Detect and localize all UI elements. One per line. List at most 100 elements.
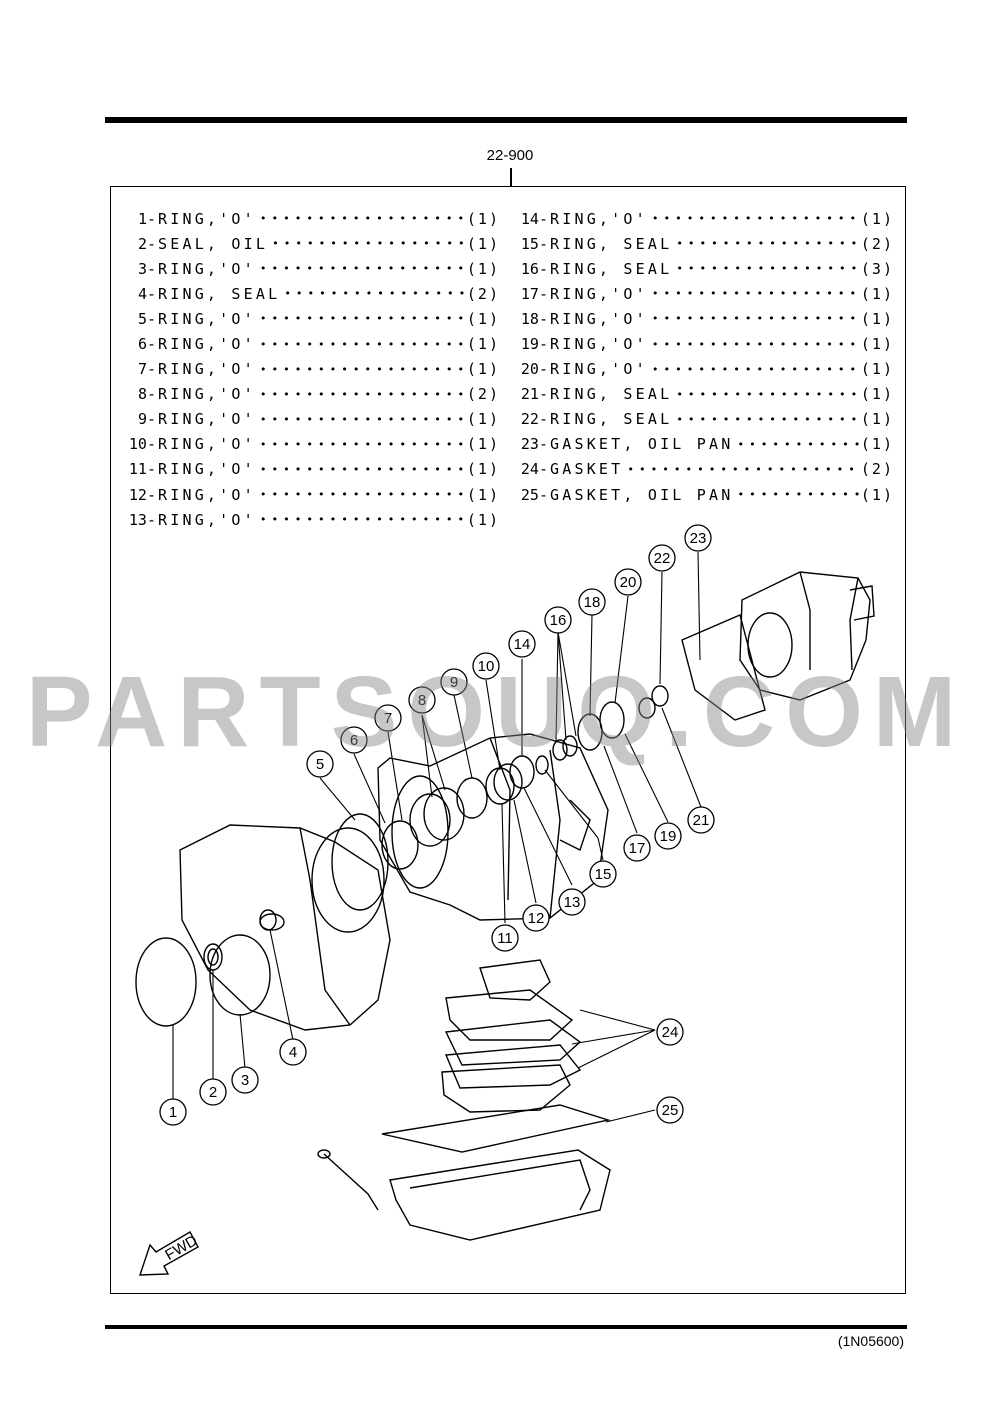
leader-dots: •••••••••••••••••••••••••••••••••••••••• (651, 212, 861, 226)
callout-19: 19 (654, 822, 682, 850)
part-number: 5- (137, 309, 156, 328)
callout-15: 15 (589, 860, 617, 888)
leader-dots: •••••••••••••••••••••••••••••••••••••••• (259, 212, 467, 226)
group-code-leader (510, 168, 512, 186)
part-row: 2-SEAL, OIL•••••••••••••••••••••••••••••… (118, 231, 500, 256)
callout-13: 13 (558, 888, 586, 916)
part-name: RING,'O' (550, 284, 648, 303)
callout-label: 18 (584, 594, 601, 611)
callout-6: 6 (340, 726, 368, 754)
callout-1: 1 (159, 1098, 187, 1126)
leader-dots: •••••••••••••••••••••••••••••••••••••••• (737, 488, 860, 502)
part-row: 17-RING,'O'•••••••••••••••••••••••••••••… (510, 281, 894, 306)
callout-label: 19 (660, 828, 677, 845)
callout-8: 8 (408, 686, 436, 714)
part-number: 4- (137, 284, 156, 303)
part-row: 7-RING,'O'••••••••••••••••••••••••••••••… (118, 357, 500, 382)
top-rule (105, 117, 907, 123)
part-number: 19- (520, 335, 548, 354)
part-row: 5-RING,'O'••••••••••••••••••••••••••••••… (118, 306, 500, 331)
callout-18: 18 (578, 588, 606, 616)
part-number: 11- (128, 460, 156, 479)
drawing-code: (1N05600) (837, 1333, 904, 1349)
callout-22: 22 (648, 544, 676, 572)
part-name: GASKET (550, 460, 624, 479)
valve-body (441, 959, 582, 1113)
leader-lines (172, 551, 702, 1123)
part-row: 22-RING, SEAL•••••••••••••••••••••••••••… (510, 407, 894, 432)
part-number: 22- (520, 410, 548, 429)
part-qty: (1) (466, 360, 500, 379)
part-number: 9- (137, 410, 156, 429)
part-name: RING, SEAL (158, 284, 281, 303)
part-number: 21- (520, 385, 548, 404)
part-row: 20-RING,'O'•••••••••••••••••••••••••••••… (510, 357, 894, 382)
transmission-case (377, 733, 609, 921)
part-qty: (1) (860, 360, 894, 379)
callout-17: 17 (623, 834, 651, 862)
part-qty: (2) (466, 385, 500, 404)
leader-dots: •••••••••••••••••••••••••••••••••••••••• (259, 513, 467, 527)
callout-12: 12 (522, 904, 550, 932)
callout-label: 3 (241, 1072, 249, 1089)
callout-label: 24 (662, 1024, 679, 1041)
leader-dots: •••••••••••••••••••••••••••••••••••••••• (272, 237, 467, 251)
part-qty: (1) (466, 510, 500, 529)
part-number: 14- (520, 209, 548, 228)
part-row: 10-RING,'O'•••••••••••••••••••••••••••••… (118, 432, 500, 457)
callout-4: 4 (279, 1038, 307, 1066)
part-number: 16- (520, 259, 548, 278)
part-name: RING,'O' (158, 460, 256, 479)
part-qty: (1) (860, 485, 894, 504)
leader-dots: •••••••••••••••••••••••••••••••••••••••• (651, 362, 861, 376)
part-name: RING, SEAL (550, 385, 673, 404)
callout-label: 11 (497, 930, 513, 947)
part-name: RING, SEAL (550, 234, 673, 253)
bottom-rule (105, 1325, 907, 1329)
callout-24: 24 (656, 1018, 684, 1046)
part-row: 18-RING,'O'•••••••••••••••••••••••••••••… (510, 306, 894, 331)
callout-21: 21 (687, 806, 715, 834)
part-name: SEAL, OIL (158, 234, 269, 253)
part-name: RING,'O' (158, 209, 256, 228)
callout-layer: 1234567891011121314151617181920212223242… (159, 524, 715, 1126)
part-row: 3-RING,'O'••••••••••••••••••••••••••••••… (118, 256, 500, 281)
o-rings (135, 685, 669, 1027)
callout-25: 25 (656, 1096, 684, 1124)
callout-label: 20 (620, 574, 637, 591)
part-number: 3- (137, 259, 156, 278)
part-qty: (1) (860, 435, 894, 454)
callout-9: 9 (440, 668, 468, 696)
part-qty: (1) (466, 460, 500, 479)
part-number: 2- (137, 234, 156, 253)
part-qty: (1) (466, 485, 500, 504)
part-name: RING,'O' (158, 360, 256, 379)
part-row: 19-RING,'O'•••••••••••••••••••••••••••••… (510, 331, 894, 356)
callout-label: 10 (478, 658, 495, 675)
part-row: 8-RING,'O'••••••••••••••••••••••••••••••… (118, 382, 500, 407)
part-name: RING,'O' (550, 209, 648, 228)
callout-label: 16 (550, 612, 567, 629)
part-name: RING,'O' (158, 259, 256, 278)
part-number: 7- (137, 360, 156, 379)
parts-list-right: 14-RING,'O'•••••••••••••••••••••••••••••… (510, 206, 894, 507)
part-qty: (1) (466, 435, 500, 454)
part-name: RING,'O' (550, 309, 648, 328)
part-qty: (1) (860, 410, 894, 429)
callout-7: 7 (374, 704, 402, 732)
part-qty: (1) (860, 284, 894, 303)
leader-dots: •••••••••••••••••••••••••••••••••••••••• (259, 387, 467, 401)
part-row: 24-GASKET•••••••••••••••••••••••••••••••… (510, 457, 894, 482)
part-number: 13- (128, 510, 156, 529)
part-name: RING,'O' (158, 435, 256, 454)
part-number: 8- (137, 385, 156, 404)
diagram-frame (110, 186, 906, 1294)
part-number: 17- (520, 284, 548, 303)
callout-10: 10 (472, 652, 500, 680)
part-row: 16-RING, SEAL•••••••••••••••••••••••••••… (510, 256, 894, 281)
leader-dots: •••••••••••••••••••••••••••••••••••••••• (259, 262, 467, 276)
callout-20: 20 (614, 568, 642, 596)
callout-label: 2 (209, 1084, 217, 1101)
part-number: 18- (520, 309, 548, 328)
